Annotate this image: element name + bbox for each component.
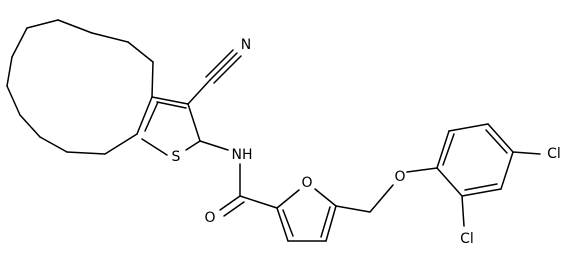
benzene-double-inner	[485, 129, 508, 154]
cl-bond	[461, 195, 465, 227]
methylene-bond	[335, 205, 371, 213]
ring12-bond	[19, 114, 41, 138]
thiophene-bond	[185, 140, 201, 151]
furan-double-inner	[282, 209, 294, 237]
cl-ortho-label: Cl	[460, 231, 474, 247]
nitrile-triple	[213, 55, 242, 84]
benzene-double-inner	[442, 133, 455, 166]
furan-bond	[276, 207, 289, 242]
benzene-bond	[436, 167, 463, 197]
ring12-bond	[11, 27, 28, 58]
ether-o-label: O	[394, 169, 405, 185]
ring12-bond	[6, 85, 21, 116]
amide-nh-label: NH	[232, 147, 253, 163]
carbonyl-double	[223, 201, 245, 217]
cl-para-label: Cl	[547, 146, 561, 162]
ring12-bond	[39, 136, 68, 153]
amide-bond	[239, 195, 278, 209]
benzene-bond	[500, 151, 514, 190]
thiophene-double-inner	[144, 101, 159, 132]
thiophene-bond	[141, 138, 168, 156]
furan-bond	[314, 188, 337, 207]
furan-bond	[325, 205, 337, 242]
ring12-bond	[26, 19, 59, 29]
furan-bond	[276, 189, 300, 209]
bonds	[6, 19, 541, 242]
ring12-bond	[6, 56, 13, 87]
carbonyl-bond	[219, 195, 241, 211]
furan-o-label: O	[301, 175, 312, 191]
thiophene-bond	[187, 103, 201, 142]
ring12-bond	[91, 32, 129, 43]
benzene-bond	[461, 188, 502, 197]
ring12-bond	[127, 41, 154, 63]
nitrile-triple	[205, 49, 234, 78]
ring12-bond	[57, 19, 93, 34]
ether-bond	[406, 167, 438, 173]
furan-double-inner	[320, 206, 331, 238]
ether-bond	[369, 184, 394, 213]
cyano-n-label: N	[241, 37, 251, 53]
benzene-bond	[436, 130, 450, 169]
nitrile-bond	[187, 79, 211, 105]
ring12-bond	[66, 151, 106, 155]
carbonyl-o-label: O	[204, 210, 215, 226]
thiophene-double-inner	[156, 101, 187, 109]
benzene-bond	[448, 123, 489, 132]
ring12-bond	[151, 61, 154, 98]
amide-bond	[199, 140, 229, 151]
benzene-bond	[487, 123, 514, 153]
nitrile-triple	[209, 52, 238, 81]
thiophene-s-label: S	[172, 149, 181, 165]
benzene-double-inner	[464, 183, 498, 191]
atom-labels: N S NH O O O Cl Cl	[172, 37, 561, 247]
thiophene-bond	[151, 96, 189, 105]
ring12-bond	[104, 133, 138, 155]
cl-bond	[512, 151, 541, 155]
thiophene-bond	[136, 96, 153, 135]
